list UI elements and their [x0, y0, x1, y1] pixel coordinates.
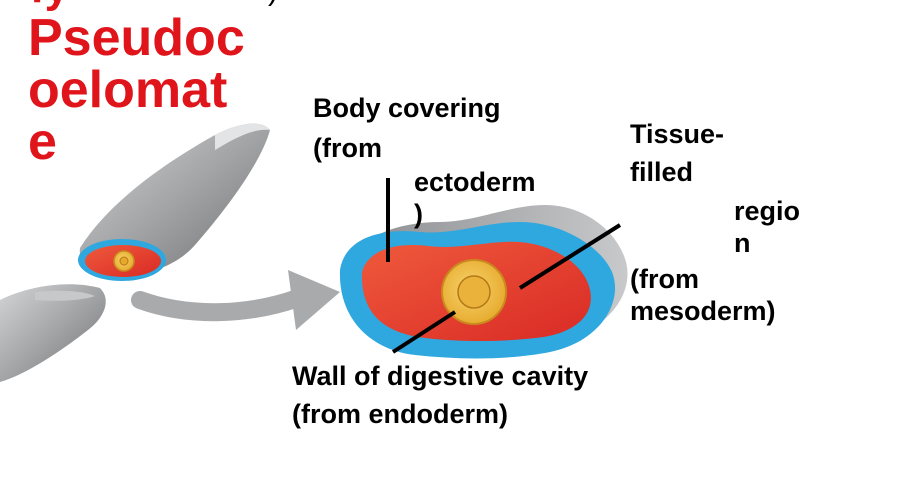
curved-arrow [131, 270, 340, 330]
worm-lower-segment [0, 284, 106, 382]
body-covering-label-line-1: Body covering [313, 93, 501, 123]
wall-label-line-2: (from endoderm) [292, 399, 508, 429]
page-title: Pseudoc oelomat e [28, 12, 288, 168]
leader-lines [386, 178, 622, 354]
tissue-label-line-2: filled [630, 157, 694, 187]
title-line-3: e [28, 113, 57, 171]
title-line-2: oelomat [28, 61, 228, 119]
tissue-label-line-3: regio [734, 196, 801, 226]
tissue-label-line-6: mesoderm) [630, 296, 776, 326]
tissue-region-leader [518, 223, 622, 290]
title-cut-fragment: fy [30, 0, 69, 10]
wall-label-line-1: Wall of digestive cavity [292, 361, 589, 391]
tissue-label-line-4: n [734, 228, 751, 258]
large-cross-section [339, 205, 628, 359]
body-covering-label-line-3: ectoderm [414, 167, 536, 197]
paren-cut-fragment: ) [268, 0, 278, 6]
wall-leader [391, 310, 457, 354]
title-line-1: Pseudoc [28, 9, 245, 67]
body-covering-label-line-2: (from [313, 133, 382, 163]
worm-upper-segment [79, 123, 270, 277]
digestive-cavity [457, 275, 491, 309]
tissue-label-line-1: Tissue- [630, 119, 725, 149]
tissue-label-line-5: (from [630, 264, 699, 294]
body-covering-label-line-4: ) [414, 199, 423, 229]
small-cross-section [78, 239, 166, 281]
